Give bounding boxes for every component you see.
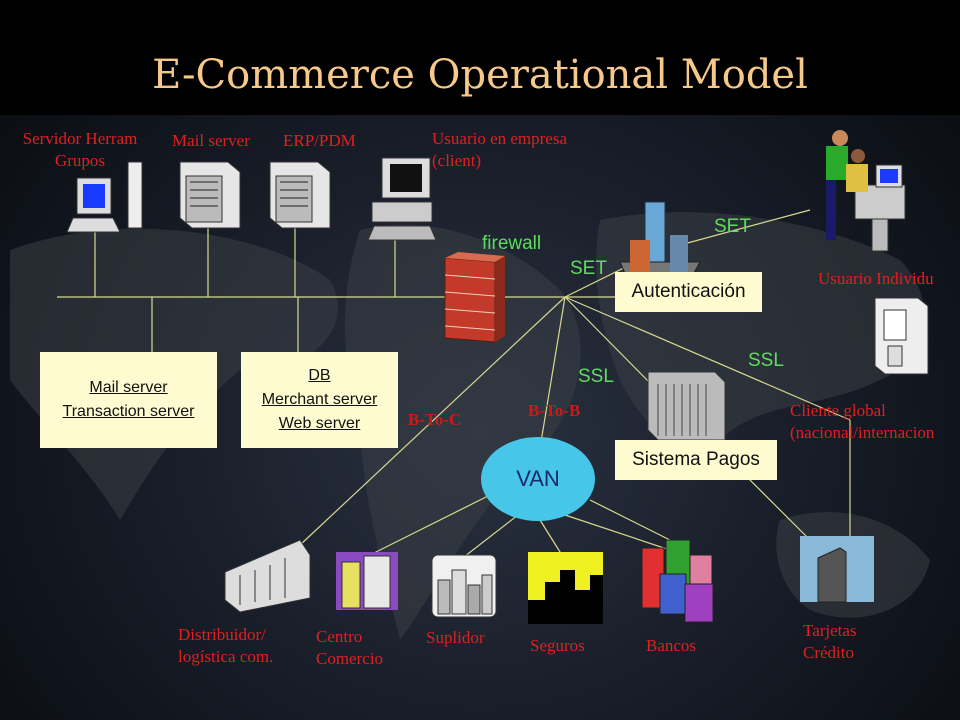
page-title: E-Commerce Operational Model	[152, 52, 808, 98]
mail-transaction-box: Mail server Transaction server	[40, 352, 217, 448]
erp-label: ERP/PDM	[283, 131, 356, 150]
box-mid-line2: Merchant server	[261, 391, 378, 408]
desktop-computer-icon	[367, 157, 437, 241]
banks-icon	[641, 539, 714, 623]
global-client-terminal-icon	[874, 297, 929, 375]
b2b-label: B-To-B	[528, 401, 581, 420]
workstation-icon	[66, 161, 143, 233]
usuario-individual-label: Usuario Individu	[818, 269, 934, 288]
seguros-label: Seguros	[530, 636, 585, 655]
autenticacion-box: Autenticación	[615, 272, 762, 312]
distributor-building-icon	[224, 539, 311, 613]
bancos-label: Bancos	[646, 636, 697, 655]
authentication-tower-icon	[619, 201, 701, 281]
b2c-label: B-To-C	[408, 410, 462, 429]
distribuidor-label: Distribuidor/ logística com.	[178, 625, 274, 666]
cliente-global-label: Cliente global (nacional/internacion	[790, 401, 935, 442]
usuario-empresa-label: Usuario en empresa (client)	[432, 129, 568, 170]
payment-server-icon	[647, 371, 726, 441]
box-mid-line3: Web server	[278, 415, 361, 432]
firewall-label: firewall	[482, 233, 542, 254]
suplidor-label: Suplidor	[426, 628, 485, 647]
tarjetas-label: Tarjetas Crédito	[803, 621, 857, 662]
erp-server-icon	[269, 161, 331, 229]
insurance-icon	[528, 552, 603, 624]
firewall-icon	[444, 252, 505, 343]
mail-server-label: Mail server	[172, 131, 250, 150]
van-node: VAN	[481, 437, 595, 521]
ssl-left-label: SSL	[578, 366, 614, 387]
box-mid-line1: DB	[308, 367, 331, 384]
centro-comercio-label: Centro Comercio	[316, 627, 384, 668]
set-upper-label: SET	[714, 216, 751, 237]
supplier-icon	[431, 554, 497, 618]
box-left-line2: Transaction server	[62, 403, 195, 420]
credit-cards-icon	[800, 536, 874, 603]
sistema-pagos-box: Sistema Pagos	[615, 440, 777, 480]
db-merchant-box: DB Merchant server Web server	[241, 352, 398, 448]
individual-user-icon	[826, 130, 906, 252]
servidor-label: Servidor Herram Grupos	[22, 129, 138, 170]
ssl-right-label: SSL	[748, 350, 784, 371]
box-left-line1: Mail server	[89, 379, 168, 396]
commerce-center-icon	[336, 552, 398, 610]
mail-server-icon	[179, 161, 241, 229]
set-lower-label: SET	[570, 258, 607, 279]
